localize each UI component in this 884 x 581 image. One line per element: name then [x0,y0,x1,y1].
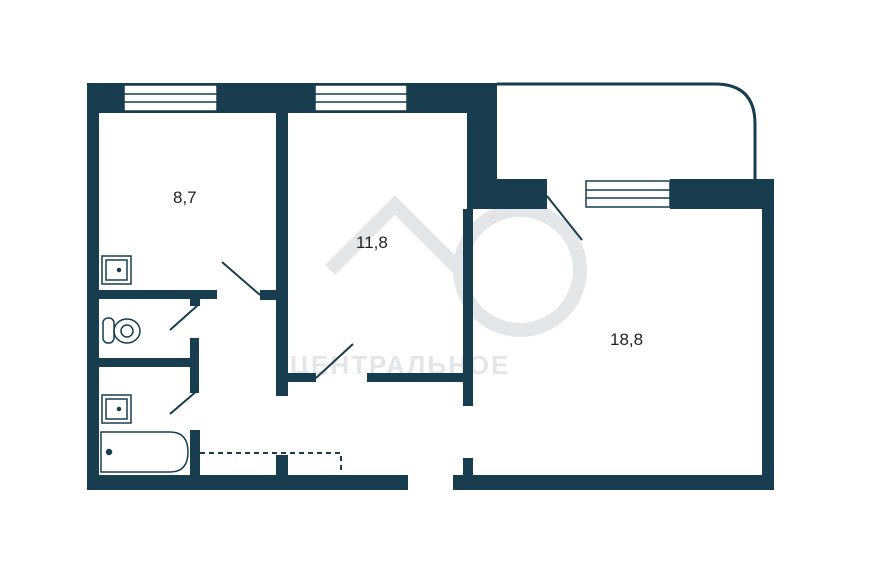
walls [87,83,774,490]
room-area-kitchen: 8,7 [173,188,197,207]
bathtub-icon [100,431,189,473]
sink-icon [101,394,132,424]
door-swings [169,195,583,415]
watermark-text: ЦЕНТРАЛЬНОЕ [290,350,511,380]
window [123,84,671,208]
room-area-bedroom: 11,8 [356,233,388,252]
balcony-outline [497,82,757,180]
toilet-icon [102,317,141,344]
room-area-living-room: 18,8 [610,330,644,349]
sink-icon [101,255,132,285]
dashed-partition [200,452,342,470]
watermark-logo [325,195,587,337]
